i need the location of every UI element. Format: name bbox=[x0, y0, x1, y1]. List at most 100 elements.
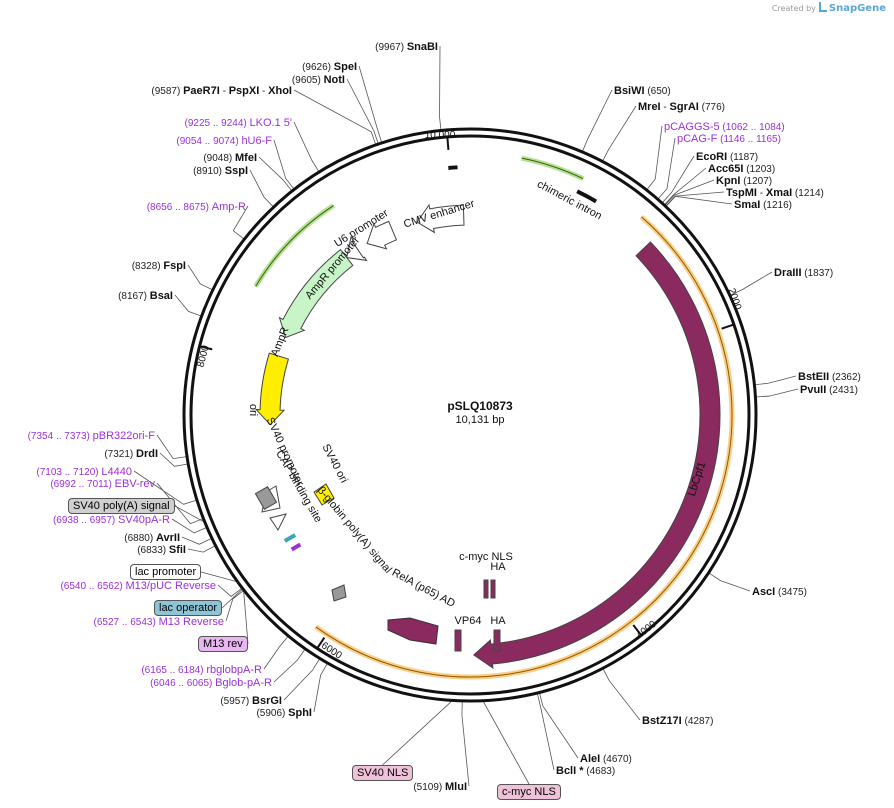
small-feature-ha bbox=[490, 579, 496, 599]
leader-line bbox=[666, 195, 733, 207]
leader-line bbox=[156, 482, 203, 525]
small-feature-label-ha: HA bbox=[490, 615, 506, 627]
site-label-6165-6184-rbglobpa-r: (6165 .. 6184) rbglobpA-R bbox=[141, 664, 262, 676]
leader-line bbox=[730, 271, 773, 296]
label-part: (8656 .. 8675) bbox=[147, 202, 212, 213]
label-part: (5906) bbox=[256, 708, 288, 719]
plasmid-size: 10,131 bp bbox=[456, 414, 505, 426]
label-part: BsaI bbox=[150, 290, 173, 302]
label-part: DrdI bbox=[136, 448, 158, 460]
chimeric-intron-bar-2 bbox=[576, 189, 598, 204]
primer-arcs bbox=[253, 155, 735, 680]
backbone-ring bbox=[182, 127, 758, 703]
leader-line bbox=[181, 536, 212, 545]
site-label-6938-6957-sv40pa-r: (6938 .. 6957) SV40pA-R bbox=[53, 514, 170, 526]
leader-line bbox=[156, 434, 187, 460]
site-label-kpni-1207: KpnI (1207) bbox=[716, 175, 772, 187]
label-part: NotI bbox=[324, 74, 345, 86]
label-part: BsiWI bbox=[614, 85, 645, 97]
label-part: SspI bbox=[225, 165, 248, 177]
label-part: EcoRI bbox=[696, 151, 727, 163]
label-part: (2431) bbox=[826, 385, 858, 396]
leader-line bbox=[665, 179, 715, 205]
small-feature-label-sv40-ori: SV40 ori bbox=[319, 442, 349, 485]
site-label-6992-7011-ebv-rev: (6992 .. 7011) EBV-rev bbox=[50, 478, 155, 490]
label-part: SV40pA-R bbox=[118, 514, 170, 526]
leader-line bbox=[174, 294, 201, 317]
site-label-6540-6562-m13-puc-reverse: (6540 .. 6562) M13/pUC Reverse bbox=[60, 580, 216, 592]
site-label-8328-fspi: (8328) FspI bbox=[132, 260, 186, 272]
label-part: AvrII bbox=[156, 532, 180, 544]
label-part: (1146 .. 1165) bbox=[717, 134, 781, 145]
label-part: (6880) bbox=[124, 533, 156, 544]
site-label-smai-1216: SmaI (1216) bbox=[734, 199, 792, 211]
leader-line bbox=[602, 669, 641, 721]
label-part: Acc65I bbox=[708, 163, 743, 175]
leader-line bbox=[273, 649, 306, 683]
label-part: XhoI bbox=[268, 85, 292, 97]
label-part: BsrGI bbox=[252, 695, 282, 707]
label-part: (6165 .. 6184) bbox=[141, 665, 206, 676]
label-part: (1203) bbox=[743, 164, 775, 175]
site-label-pcaggs-5-1062-1084: pCAGGS-5 (1062 .. 1084) bbox=[664, 121, 785, 133]
label-part: Bglob-pA-R bbox=[215, 677, 272, 689]
label-part: - bbox=[220, 86, 229, 97]
leader-line bbox=[358, 65, 382, 143]
site-label-tspmi-xmai-1214: TspMI - XmaI (1214) bbox=[726, 187, 824, 199]
site-label-alei-4670: AleI (4670) bbox=[580, 753, 632, 765]
label-part: SphI bbox=[288, 707, 312, 719]
leader-line bbox=[249, 169, 274, 207]
tag-leader bbox=[221, 589, 243, 609]
label-part: (9605) bbox=[292, 75, 324, 86]
feature-rela-p65-ad bbox=[387, 617, 439, 645]
tag-sv40-poly-a-signal: SV40 poly(A) signal bbox=[68, 498, 175, 514]
leader-line bbox=[439, 45, 442, 130]
label-part: (7103 .. 7120) bbox=[36, 467, 101, 478]
tag-leader bbox=[483, 701, 530, 785]
leader-line bbox=[539, 693, 579, 759]
label-part: (9626) bbox=[302, 62, 334, 73]
m13-rev-marker bbox=[290, 542, 302, 552]
leader-line bbox=[755, 375, 797, 386]
site-label-6833-sfii: (6833) SfiI bbox=[137, 544, 186, 556]
leader-line bbox=[263, 636, 289, 670]
leader-line bbox=[646, 125, 663, 190]
leader-line bbox=[159, 452, 188, 467]
chimeric-intron-bar-1 bbox=[448, 165, 458, 170]
site-label-7321-drdi: (7321) DrdI bbox=[104, 448, 158, 460]
leader-line bbox=[171, 518, 207, 534]
label-part: PspXI bbox=[229, 85, 260, 97]
green-primer-arc bbox=[521, 157, 584, 180]
tag-lac-promoter: lac promoter bbox=[130, 564, 202, 580]
label-part: (8167) bbox=[118, 291, 150, 302]
label-part: Amp-R bbox=[212, 201, 246, 213]
site-label-9587-paer7i-pspxi-xhoi: (9587) PaeR7I - PspXI - XhoI bbox=[151, 85, 292, 97]
leader-line bbox=[602, 105, 637, 161]
site-label-5957-bsrgi: (5957) BsrGI bbox=[220, 695, 282, 707]
feature-ori bbox=[254, 352, 290, 426]
label-part: PvuII bbox=[800, 384, 826, 396]
leader-lines bbox=[133, 45, 799, 787]
label-part: LKO.1 5' bbox=[250, 117, 292, 129]
feature-u6-promoter bbox=[366, 220, 398, 250]
leader-line bbox=[582, 89, 613, 152]
site-label-bcli-4683: BclI * (4683) bbox=[556, 765, 615, 777]
feature-cmv-enhancer bbox=[416, 203, 465, 234]
site-label-bsiwi-650: BsiWI (650) bbox=[614, 85, 671, 97]
label-part: (1207) bbox=[740, 176, 772, 187]
leader-line bbox=[346, 78, 379, 144]
tag-leader bbox=[243, 591, 249, 645]
label-part: (1216) bbox=[760, 200, 792, 211]
leader-line bbox=[258, 156, 292, 191]
label-part: (7354 .. 7373) bbox=[28, 431, 93, 442]
label-part: (4287) bbox=[682, 716, 714, 727]
label-part: SgrAI bbox=[670, 101, 699, 113]
leader-line bbox=[313, 663, 328, 713]
small-feature-label-vp64: VP64 bbox=[455, 615, 482, 627]
outer-backbone-circle bbox=[182, 127, 758, 703]
label-part: (9054 .. 9074) bbox=[176, 136, 241, 147]
site-label-9048-mfei: (9048) MfeI bbox=[203, 152, 257, 164]
tick-label: 10,000 bbox=[425, 130, 456, 141]
label-part: (650) bbox=[645, 86, 671, 97]
site-label-draiii-1837: DraIII (1837) bbox=[774, 267, 833, 279]
